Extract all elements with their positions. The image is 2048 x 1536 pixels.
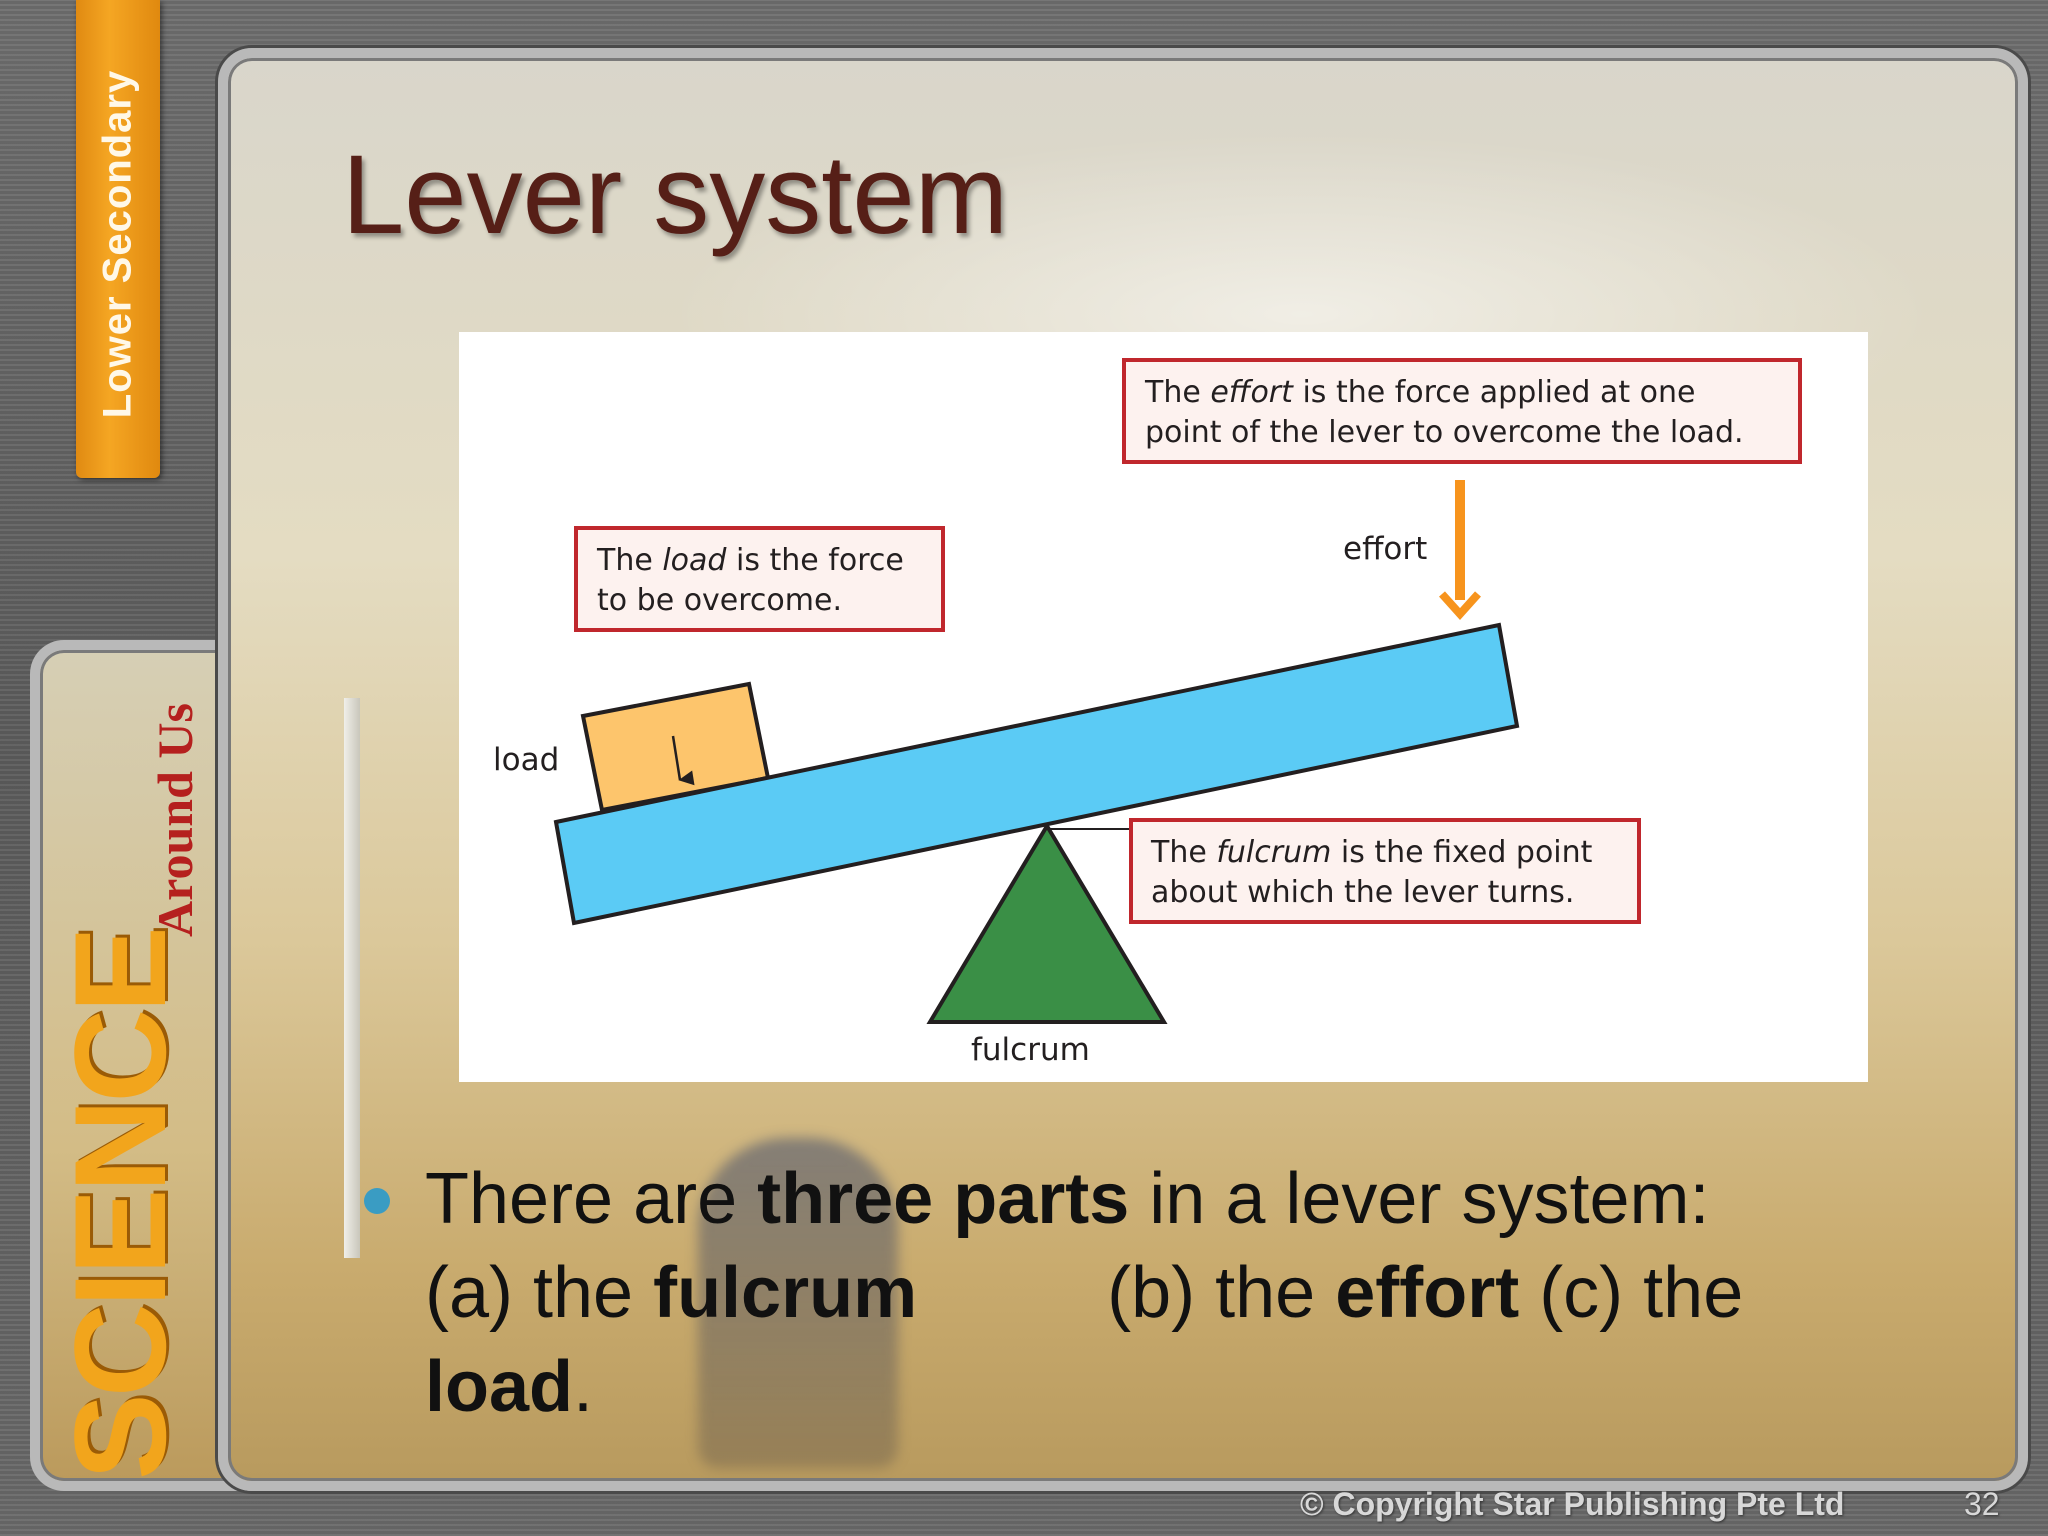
bullet-text-part: . (573, 1347, 594, 1427)
logo-around-us: Around Us (147, 703, 203, 937)
load-force-arrow (671, 735, 695, 786)
side-tab-label: Lower Secondary (95, 69, 140, 419)
page-number: 32 (1964, 1486, 2000, 1522)
bullet-emphasis: fulcrum (653, 1253, 918, 1333)
effort-callout-box (1122, 358, 1802, 464)
effort-callout-line2: point of the lever to overcome the load. (1145, 415, 1744, 450)
slide-title: Lever system (342, 132, 1008, 257)
bullet-text-part: in a lever system: (1129, 1159, 1710, 1239)
effort-arrow (1439, 480, 1481, 620)
load-callout: The load is the force to be overcome. (574, 526, 945, 632)
lever-beam (553, 622, 1520, 926)
load-callout-box (574, 526, 945, 632)
fulcrum-callout-box (1129, 818, 1641, 924)
fulcrum-callout-line1: The fulcrum is the fixed point (1150, 835, 1593, 870)
load-callout-line2: to be overcome. (597, 583, 842, 618)
bullet-dot (364, 1188, 390, 1214)
bullet-text: There are three parts in a lever system:… (425, 1152, 1885, 1434)
load-label: load (493, 742, 559, 778)
fulcrum-callout-line2: about which the lever turns. (1151, 875, 1574, 910)
fulcrum-triangle (926, 822, 1168, 1024)
copyright-text: © Copyright Star Publishing Pte Ltd (1300, 1486, 1845, 1522)
bullet-text-part: (b) the (1107, 1253, 1336, 1333)
lever-diagram-svg: The effort is the force applied at one p… (493, 358, 1802, 1068)
effort-label: effort (1343, 531, 1427, 567)
bullet-emphasis: three parts (757, 1159, 1130, 1239)
background-person (698, 1138, 898, 1468)
fulcrum-label: fulcrum (971, 1032, 1090, 1068)
bullet-text-part: There are (425, 1159, 758, 1239)
logo-science: SCIENCE (47, 930, 193, 1480)
lever-diagram: The effort is the force applied at one p… (459, 332, 1868, 1082)
bullet-text-part: (a) the (425, 1253, 654, 1333)
side-tab (76, 0, 160, 478)
bullet-emphasis: effort (1335, 1253, 1520, 1333)
load-callout-line1: The load is the force (596, 543, 904, 578)
wind-turbine-pole (344, 698, 360, 1258)
effort-callout: The effort is the force applied at one p… (1122, 358, 1802, 464)
bullet-text-part: (c) the (1519, 1253, 1744, 1333)
fulcrum-callout: The fulcrum is the fixed point about whi… (1129, 818, 1641, 924)
effort-callout-line1: The effort is the force applied at one (1144, 375, 1695, 410)
bullet-emphasis: load (425, 1347, 574, 1427)
